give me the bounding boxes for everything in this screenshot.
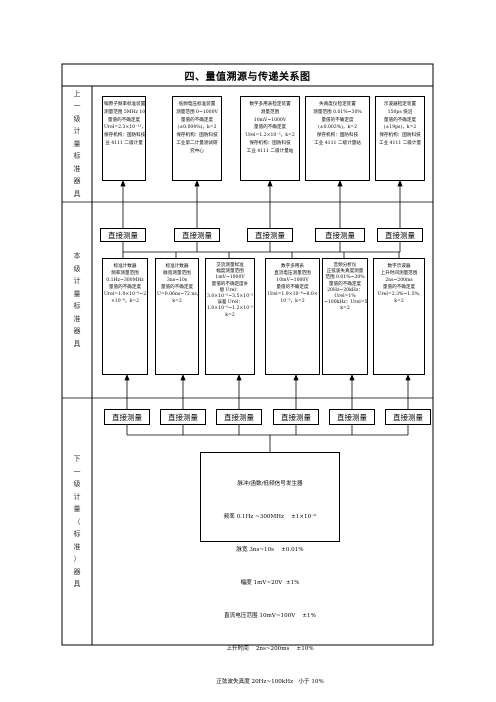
current-standard-box: 标准计数器 脉宽测量范围 3ns~10s 量值的不确定度 U=0.06ns~72… bbox=[155, 258, 199, 375]
direct-measurement-label: 直接测量 bbox=[216, 409, 262, 425]
generator-line: 脉冲/函数/低频信号发生器 bbox=[237, 481, 303, 487]
direct-measurement-label: 直接测量 bbox=[174, 228, 220, 242]
direct-measurement-label: 直接测量 bbox=[160, 409, 206, 425]
signal-generator-box: 脉冲/函数/低频信号发生器 频率 0.1Hz ~300MHz ±1×10⁻⁶ 脉… bbox=[200, 452, 340, 685]
generator-line: 频率 0.1Hz ~300MHz ±1×10⁻⁶ bbox=[223, 514, 317, 520]
current-standard-box: 数字示波器 上升时间测量范围 2ns~200ms 量值的不确定度 Urel=2.… bbox=[373, 258, 425, 375]
direct-measurement-label: 直接测量 bbox=[104, 409, 150, 425]
direct-measurement-label: 直接测量 bbox=[329, 409, 375, 425]
upper-standard-box: 示波器检定装置 150ps 快沿 量值的不确定度 (±19ps)，k=2 保存机… bbox=[375, 96, 425, 181]
direct-measurement-label: 直接测量 bbox=[247, 228, 293, 242]
generator-line: 上升时间 2ns~200ms ±10% bbox=[226, 646, 314, 652]
upper-standard-box: 铷原子频率标准装置 测量范围 5MHz 10MHz 量值的不确定度 Urel=2… bbox=[102, 96, 146, 181]
direct-measurement-label: 直接测量 bbox=[100, 228, 146, 242]
current-standard-box: 交流测量标准 幅度测量范围 1mV~1000V 量值的不确定度补 偿 Urel：… bbox=[205, 258, 255, 375]
direct-measurement-label: 直接测量 bbox=[377, 228, 423, 242]
generator-line: 直流电压范围 10mV~100V ±1% bbox=[224, 613, 316, 619]
generator-line: 脉宽 3ns~10s ±0.01% bbox=[236, 547, 304, 553]
upper-standard-box: 数字多用表检定装置 测量范围 10mV~1000V 量值的不确定度 Urel=1… bbox=[240, 96, 300, 181]
current-standard-box: 音频分析仪 正弦波失真度测量 范围 0.01%~30% 量值的不确定度 20Hz… bbox=[322, 258, 368, 375]
upper-standard-box: 低频电压标准装置 测量范围 0~1000V 量值的不确定度 (±0.004%)，… bbox=[172, 96, 222, 181]
generator-line: 正弦波失真度 20Hz~100kHz 小于 10% bbox=[216, 679, 324, 685]
direct-measurement-label: 直接测量 bbox=[315, 228, 365, 242]
page-title: 四、量值溯源与传递关系图 bbox=[184, 71, 311, 83]
generator-line: 幅度 1mV~20V ±1% bbox=[240, 580, 300, 586]
section-label-upper: 上 一 级 计 量 标 准 器 具 bbox=[73, 89, 81, 198]
direct-measurement-label: 直接测量 bbox=[385, 409, 431, 425]
current-standard-box: 标准计数器 频率测量范围 0.1Hz~300MHz 量值的不确定度 Urel=1… bbox=[102, 258, 148, 375]
upper-standard-box: 失真度仪检定装置 测量范围 0.01%~30% 量值的不确定度 (±0.003%… bbox=[305, 96, 370, 181]
direct-measurement-label: 直接测量 bbox=[273, 409, 319, 425]
current-standard-box: 数字多用表 直流电压测量范围 10mV~1000V 量值的不确定度 Urel=1… bbox=[265, 258, 320, 375]
section-label-lower: 下 一 级 计 量 （ 标 准 ） 器 具 bbox=[73, 455, 81, 589]
section-label-current: 本 级 计 量 标 准 器 具 bbox=[73, 252, 81, 348]
